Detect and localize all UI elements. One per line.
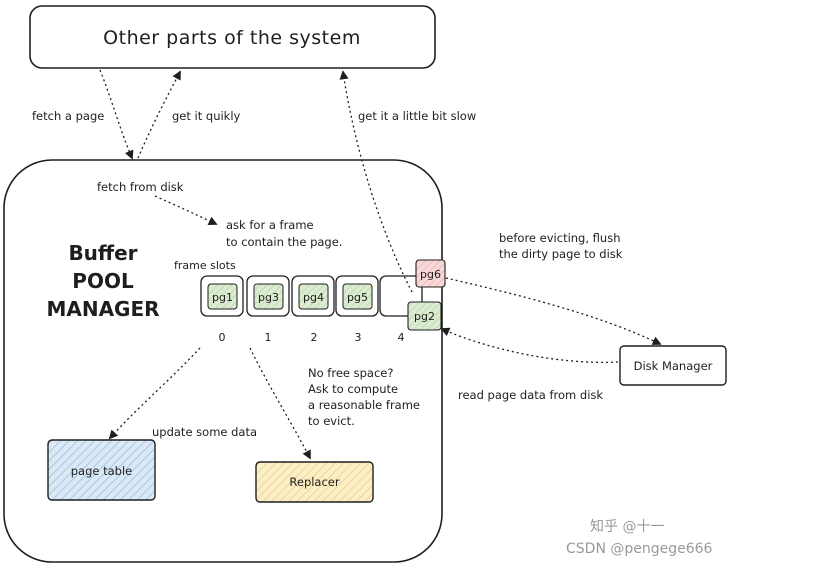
system-box: Other parts of the system bbox=[29, 5, 436, 69]
frame-slot-2: pg4 2 bbox=[291, 275, 335, 344]
label-read-from-disk: read page data from disk bbox=[458, 388, 603, 402]
disk-manager-label: Disk Manager bbox=[634, 359, 713, 373]
label-no-space-4: to evict. bbox=[308, 414, 355, 428]
slot-1-page: pg3 bbox=[258, 291, 279, 304]
arrow-flush-to-disk bbox=[445, 277, 662, 345]
buffer-pool-manager: Buffer POOL MANAGER bbox=[3, 159, 443, 563]
slot-0-index: 0 bbox=[219, 331, 226, 344]
slot-3-page: pg5 bbox=[347, 291, 368, 304]
bpm-title-line2: POOL bbox=[72, 269, 134, 293]
evicted-page: pg6 bbox=[415, 259, 446, 288]
disk-manager: Disk Manager bbox=[619, 345, 727, 386]
slot-2-page: pg4 bbox=[303, 291, 324, 304]
label-ask-frame-1: ask for a frame bbox=[226, 218, 314, 232]
watermark-zhihu: 知乎 @十一 bbox=[590, 518, 664, 535]
system-box-label: Other parts of the system bbox=[103, 27, 361, 49]
bpm-title-line3: MANAGER bbox=[46, 297, 159, 321]
label-flush-2: the dirty page to disk bbox=[499, 247, 623, 261]
label-get-slow: get it a little bit slow bbox=[358, 109, 476, 123]
label-flush-1: before evicting, flush bbox=[499, 231, 620, 245]
arrow-read-from-disk bbox=[440, 327, 619, 364]
label-ask-frame-2: to contain the page. bbox=[226, 235, 342, 249]
bpm-title-line1: Buffer bbox=[68, 241, 137, 265]
incoming-page-label: pg2 bbox=[414, 310, 435, 323]
label-no-space-2: Ask to compute bbox=[308, 382, 398, 396]
slot-2-index: 2 bbox=[311, 331, 318, 344]
slot-3-index: 3 bbox=[355, 331, 362, 344]
slot-4-index: 4 bbox=[398, 331, 405, 344]
arrows bbox=[99, 69, 662, 460]
label-no-space-3: a reasonable frame bbox=[308, 398, 420, 412]
label-fetch-from-disk: fetch from disk bbox=[97, 180, 184, 194]
arrow-to-replacer bbox=[249, 347, 311, 460]
incoming-page: pg2 bbox=[407, 301, 442, 331]
page-table-label: page table bbox=[71, 464, 133, 478]
frame-slot-0: pg1 0 bbox=[200, 275, 244, 344]
frame-slot-3: pg5 3 bbox=[335, 275, 379, 344]
label-fetch-page: fetch a page bbox=[32, 109, 104, 123]
page-table: page table bbox=[47, 439, 156, 501]
replacer: Replacer bbox=[255, 461, 374, 503]
frame-slots-label: frame slots bbox=[174, 259, 236, 272]
frame-slot-1: pg3 1 bbox=[246, 275, 290, 344]
evicted-page-label: pg6 bbox=[420, 268, 441, 281]
arrow-get-quickly bbox=[137, 70, 181, 159]
replacer-label: Replacer bbox=[289, 475, 339, 489]
slot-1-index: 1 bbox=[265, 331, 272, 344]
arrow-update-page-table bbox=[108, 347, 201, 440]
watermark-csdn: CSDN @pengege666 bbox=[566, 541, 713, 557]
arrow-fetch-from-disk bbox=[154, 195, 218, 225]
arrow-get-slow bbox=[339, 70, 413, 293]
frame-slots: pg1 0 pg3 1 pg4 2 pg5 3 4 bbox=[200, 275, 423, 344]
slot-0-page: pg1 bbox=[212, 291, 233, 304]
label-get-quickly: get it quikly bbox=[172, 109, 241, 123]
label-update-data: update some data bbox=[152, 425, 257, 439]
label-no-space-1: No free space? bbox=[308, 366, 393, 380]
arrow-fetch-page bbox=[99, 69, 134, 160]
